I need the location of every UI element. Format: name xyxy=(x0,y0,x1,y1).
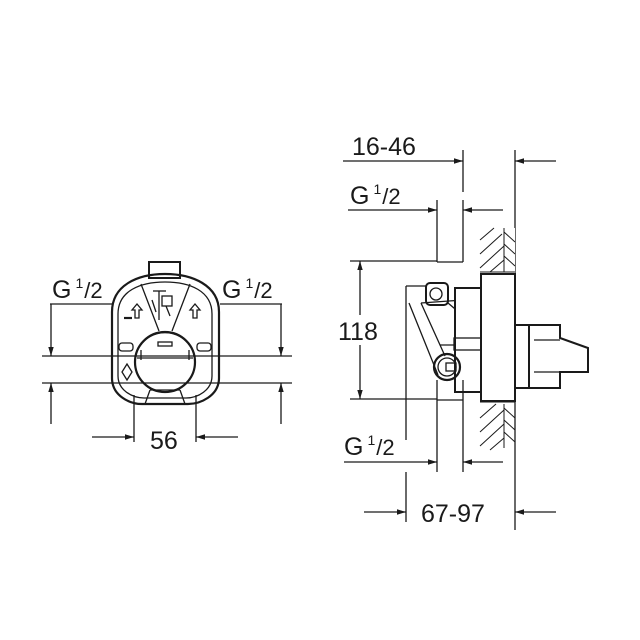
dial-slot xyxy=(157,341,173,347)
wedge-left xyxy=(140,283,160,332)
label-118: 118 xyxy=(338,318,378,346)
slot-right xyxy=(196,342,212,352)
label-16-46: 16-46 xyxy=(352,133,416,161)
valve-body-side xyxy=(405,261,589,402)
wall-hatch-lower xyxy=(479,401,516,451)
up-arrow-icon-right xyxy=(188,302,202,319)
diamond-icon xyxy=(121,362,133,382)
wall-hatch-upper xyxy=(479,227,516,273)
bottom-wedge xyxy=(144,389,186,405)
schematic-symbol xyxy=(151,290,173,320)
housing-outer xyxy=(110,272,221,406)
label-67-97: 67-97 xyxy=(421,500,485,528)
housing-inner xyxy=(117,281,213,399)
slot-left xyxy=(118,342,134,352)
label-width-56: 56 xyxy=(150,427,178,455)
wedge-right xyxy=(171,283,191,332)
up-arrow-icon-left xyxy=(130,302,144,319)
dial-arc xyxy=(139,332,191,347)
